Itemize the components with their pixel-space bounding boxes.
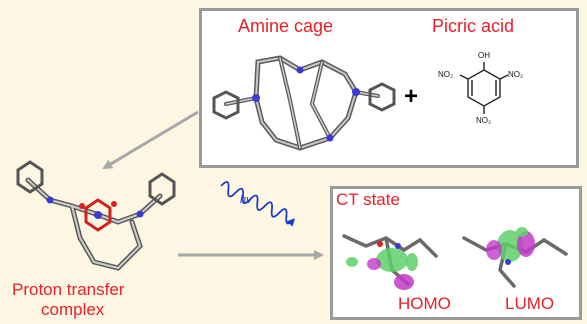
- amine-cage-label: Amine cage: [238, 16, 334, 36]
- picric-no2-right-label: NO₂: [508, 70, 524, 79]
- photon-label: hν: [240, 194, 252, 206]
- picric-no2-left-label: NO₂: [438, 70, 454, 79]
- arrow-to-complex: [102, 110, 199, 170]
- amine-cage-molecule: [212, 55, 396, 151]
- picric-no2-bottom-label: NO₂: [476, 116, 492, 125]
- picric-oh-label: OH: [478, 51, 490, 60]
- lumo-label: LUMO: [505, 294, 555, 313]
- homo-orbital-molecule: [342, 234, 438, 290]
- plus-sign: +: [404, 83, 419, 110]
- complex-label-line2: complex: [41, 300, 105, 319]
- ct-state-title: CT state: [336, 190, 400, 209]
- ct-state-panel: [330, 186, 582, 320]
- complex-label-line1: Proton transfer: [12, 280, 125, 299]
- lumo-orbital-molecule: [462, 227, 568, 288]
- picric-acid-structure: [459, 62, 509, 114]
- proton-transfer-complex-molecule: [16, 160, 176, 271]
- homo-label: HOMO: [398, 294, 451, 313]
- photon-wave: [220, 181, 296, 227]
- picric-acid-label: Picric acid: [432, 16, 515, 36]
